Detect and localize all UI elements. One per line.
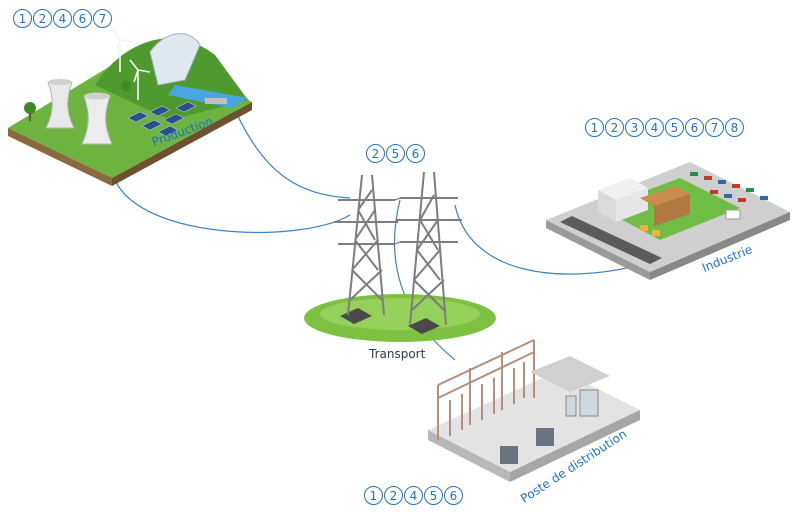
standard-badge: 6 bbox=[73, 9, 92, 28]
standard-badge: 5 bbox=[386, 144, 405, 163]
production-badges: 1 2 4 6 7 bbox=[13, 9, 112, 28]
car-icon bbox=[690, 172, 768, 202]
standard-badge: 6 bbox=[406, 144, 425, 163]
substation-icon bbox=[437, 339, 535, 440]
industry-badges: 1 2 3 4 5 6 7 8 bbox=[585, 118, 744, 137]
standard-badge: 4 bbox=[53, 9, 72, 28]
standard-badge: 2 bbox=[605, 118, 624, 137]
cable-transport-industry bbox=[454, 204, 641, 275]
transport-label: Transport bbox=[369, 347, 426, 361]
standard-badge: 6 bbox=[685, 118, 704, 137]
standard-badge: 5 bbox=[424, 486, 443, 505]
standard-badge: 4 bbox=[404, 486, 423, 505]
industry-site-illustration bbox=[546, 162, 790, 280]
standard-badge: 2 bbox=[33, 9, 52, 28]
standard-badge: 1 bbox=[13, 9, 32, 28]
solar-panel-icon bbox=[127, 101, 197, 137]
standard-badge: 7 bbox=[93, 9, 112, 28]
standard-badge: 6 bbox=[444, 486, 463, 505]
transport-site-illustration bbox=[304, 171, 496, 342]
cable-production-transport-1 bbox=[235, 111, 351, 199]
standard-badge: 1 bbox=[364, 486, 383, 505]
standard-badge: 3 bbox=[625, 118, 644, 137]
distribution-badges: 1 2 4 5 6 bbox=[364, 486, 463, 505]
cable-production-transport-2 bbox=[111, 169, 351, 233]
distribution-site-illustration bbox=[428, 339, 640, 482]
standard-badge: 8 bbox=[725, 118, 744, 137]
standard-badge: 1 bbox=[585, 118, 604, 137]
standard-badge: 4 bbox=[645, 118, 664, 137]
cooling-tower-icon bbox=[45, 79, 113, 145]
standard-badge: 2 bbox=[366, 144, 385, 163]
production-site-illustration bbox=[8, 27, 252, 186]
standard-badge: 7 bbox=[705, 118, 724, 137]
standard-badge: 5 bbox=[665, 118, 684, 137]
pylon-icon bbox=[334, 171, 462, 326]
wind-turbine-icon bbox=[111, 27, 151, 100]
factory-icon bbox=[598, 178, 690, 226]
transport-badges: 2 5 6 bbox=[366, 144, 425, 163]
standard-badge: 2 bbox=[384, 486, 403, 505]
dam-icon bbox=[149, 33, 201, 86]
